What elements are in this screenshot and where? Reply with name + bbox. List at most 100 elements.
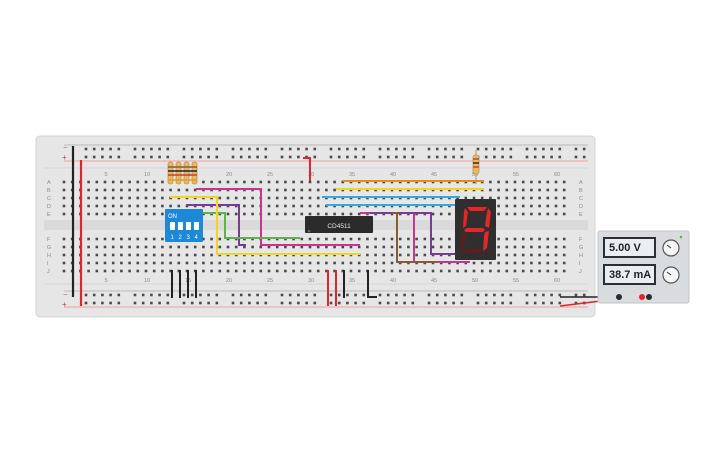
terminal-hole[interactable] bbox=[161, 237, 164, 241]
supply-red-wires[interactable] bbox=[327, 270, 337, 306]
rail-hole[interactable] bbox=[574, 147, 578, 151]
wire-purple-2[interactable] bbox=[370, 212, 470, 255]
rail-hole[interactable] bbox=[362, 155, 366, 159]
terminal-hole[interactable] bbox=[284, 261, 287, 265]
terminal-hole[interactable] bbox=[243, 180, 246, 184]
terminal-hole[interactable] bbox=[530, 204, 533, 208]
rail-hole[interactable] bbox=[305, 301, 308, 305]
rail-hole[interactable] bbox=[199, 155, 202, 159]
terminal-hole[interactable] bbox=[554, 212, 558, 216]
terminal-hole[interactable] bbox=[87, 261, 90, 265]
terminal-hole[interactable] bbox=[161, 196, 164, 200]
terminal-hole[interactable] bbox=[431, 212, 435, 216]
terminal-hole[interactable] bbox=[538, 245, 541, 249]
terminal-hole[interactable] bbox=[357, 237, 361, 241]
terminal-hole[interactable] bbox=[152, 237, 156, 241]
wire-black-bottom-right[interactable] bbox=[367, 270, 377, 298]
terminal-hole[interactable] bbox=[226, 180, 230, 184]
terminal-hole[interactable] bbox=[87, 212, 90, 216]
terminal-hole[interactable] bbox=[169, 261, 172, 265]
rail-hole[interactable] bbox=[493, 147, 496, 151]
rail-hole[interactable] bbox=[150, 147, 153, 151]
rail-hole[interactable] bbox=[190, 301, 194, 305]
terminal-hole[interactable] bbox=[300, 269, 304, 273]
rail-hole[interactable] bbox=[346, 155, 349, 159]
terminal-hole[interactable] bbox=[538, 188, 541, 192]
terminal-hole[interactable] bbox=[316, 180, 320, 184]
terminal-hole[interactable] bbox=[390, 253, 394, 257]
terminal-hole[interactable] bbox=[267, 261, 271, 265]
rail-hole[interactable] bbox=[452, 293, 455, 297]
terminal-hole[interactable] bbox=[152, 204, 156, 208]
rail-hole[interactable] bbox=[395, 155, 398, 159]
terminal-hole[interactable] bbox=[530, 196, 533, 200]
rail-hole[interactable] bbox=[525, 301, 529, 305]
terminal-hole[interactable] bbox=[439, 269, 443, 273]
terminal-hole[interactable] bbox=[538, 269, 541, 273]
terminal-hole[interactable] bbox=[87, 180, 90, 184]
terminal-hole[interactable] bbox=[120, 180, 123, 184]
terminal-hole[interactable] bbox=[316, 196, 320, 200]
rail-hole[interactable] bbox=[133, 147, 137, 151]
terminal-hole[interactable] bbox=[316, 269, 320, 273]
terminal-hole[interactable] bbox=[111, 269, 115, 273]
terminal-hole[interactable] bbox=[316, 261, 320, 265]
rail-hole[interactable] bbox=[297, 147, 300, 151]
terminal-hole[interactable] bbox=[128, 196, 131, 200]
rail-hole[interactable] bbox=[101, 147, 104, 151]
terminal-hole[interactable] bbox=[308, 237, 312, 241]
terminal-hole[interactable] bbox=[390, 245, 394, 249]
terminal-hole[interactable] bbox=[95, 261, 99, 265]
terminal-hole[interactable] bbox=[546, 180, 550, 184]
resistor-array[interactable] bbox=[167, 161, 198, 185]
terminal-hole[interactable] bbox=[513, 196, 517, 200]
terminal-hole[interactable] bbox=[120, 261, 123, 265]
terminal-hole[interactable] bbox=[562, 269, 566, 273]
rail-hole[interactable] bbox=[190, 155, 194, 159]
terminal-hole[interactable] bbox=[251, 196, 254, 200]
terminal-hole[interactable] bbox=[128, 245, 131, 249]
rail-hole[interactable] bbox=[84, 301, 88, 305]
rail-hole[interactable] bbox=[403, 147, 406, 151]
resistor-display[interactable] bbox=[472, 150, 480, 184]
rail-hole[interactable] bbox=[166, 155, 170, 159]
terminal-hole[interactable] bbox=[292, 261, 295, 265]
rail-hole[interactable] bbox=[354, 301, 357, 305]
rail-hole[interactable] bbox=[297, 155, 300, 159]
rail-hole[interactable] bbox=[484, 147, 488, 151]
terminal-hole[interactable] bbox=[349, 212, 353, 216]
rail-hole[interactable] bbox=[231, 155, 235, 159]
terminal-hole[interactable] bbox=[505, 188, 509, 192]
terminal-hole[interactable] bbox=[300, 237, 304, 241]
dip-toggle[interactable] bbox=[186, 222, 191, 230]
terminal-hole[interactable] bbox=[472, 261, 476, 265]
terminal-hole[interactable] bbox=[341, 269, 345, 273]
terminal-hole[interactable] bbox=[251, 212, 254, 216]
terminal-hole[interactable] bbox=[390, 269, 394, 273]
terminal-hole[interactable] bbox=[292, 212, 295, 216]
rail-hole[interactable] bbox=[460, 155, 464, 159]
terminal-hole[interactable] bbox=[275, 212, 279, 216]
terminal-hole[interactable] bbox=[341, 212, 345, 216]
rail-hole[interactable] bbox=[329, 301, 333, 305]
dip-toggle[interactable] bbox=[178, 222, 183, 230]
terminal-hole[interactable] bbox=[275, 180, 279, 184]
terminal-hole[interactable] bbox=[300, 261, 304, 265]
terminal-hole[interactable] bbox=[95, 188, 99, 192]
terminal-hole[interactable] bbox=[562, 245, 566, 249]
terminal-hole[interactable] bbox=[308, 204, 312, 208]
terminal-hole[interactable] bbox=[144, 212, 148, 216]
rail-hole[interactable] bbox=[386, 155, 390, 159]
terminal-hole[interactable] bbox=[398, 269, 402, 273]
terminal-hole[interactable] bbox=[431, 237, 435, 241]
terminal-hole[interactable] bbox=[357, 261, 361, 265]
terminal-hole[interactable] bbox=[530, 253, 533, 257]
seven-segment-display[interactable] bbox=[455, 199, 496, 260]
terminal-hole[interactable] bbox=[111, 237, 115, 241]
rail-hole[interactable] bbox=[101, 155, 104, 159]
rail-hole[interactable] bbox=[362, 301, 366, 305]
terminal-hole[interactable] bbox=[349, 261, 353, 265]
terminal-hole[interactable] bbox=[210, 269, 213, 273]
rail-hole[interactable] bbox=[509, 155, 513, 159]
rail-hole[interactable] bbox=[117, 147, 121, 151]
